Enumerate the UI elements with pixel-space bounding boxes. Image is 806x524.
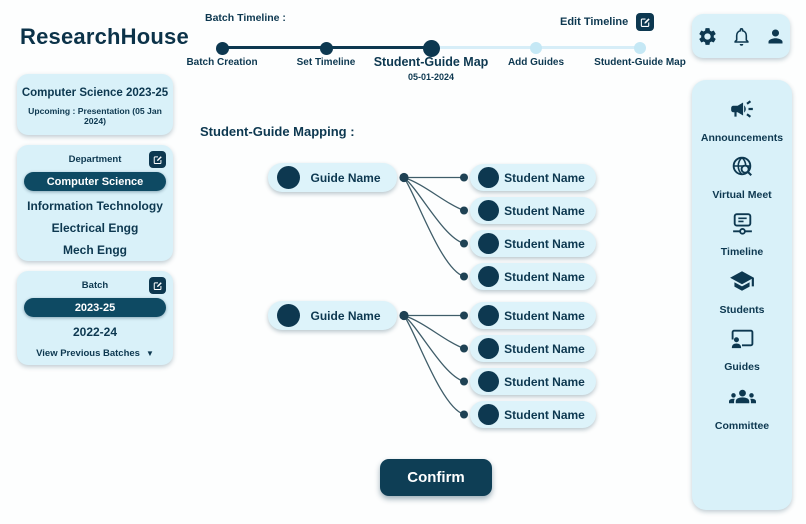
step-dot-student-guide-map-last[interactable] (634, 42, 646, 54)
guide-name: Guide Name (310, 170, 381, 185)
nav-label: Guides (724, 361, 760, 373)
student-node[interactable]: Student Name (470, 401, 596, 428)
committee-people-icon (728, 389, 756, 404)
student-node[interactable]: Student Name (470, 263, 596, 290)
guide-avatar (277, 304, 300, 327)
student-name: Student Name (504, 236, 585, 251)
step-label-set-timeline: Set Timeline (296, 57, 356, 68)
virtual-meet-globe-icon (732, 156, 752, 176)
student-name: Student Name (504, 374, 585, 389)
student-node[interactable]: Student Name (470, 230, 596, 257)
edit-timeline[interactable]: Edit Timeline (560, 13, 655, 31)
step-label-student-guide-map: Student-Guide Map (594, 57, 686, 68)
nav-label: Committee (714, 420, 770, 432)
batch-timeline-label: Batch Timeline : (205, 12, 286, 24)
nav-label: Students (719, 304, 765, 316)
edit-timeline-label: Edit Timeline (560, 16, 629, 28)
batch-title: Batch (81, 280, 109, 291)
chevron-down-icon: ▼ (145, 349, 154, 358)
student-name: Student Name (504, 341, 585, 356)
student-name: Student Name (504, 308, 585, 323)
student-avatar (478, 200, 499, 221)
summary-upcoming: Upcoming : Presentation (05 Jan 2024) (28, 106, 162, 126)
student-avatar (478, 371, 499, 392)
edit-pencil-icon (153, 155, 162, 164)
department-card: Department Computer Science Information … (17, 145, 173, 261)
student-node[interactable]: Student Name (470, 368, 596, 395)
edit-pencil-icon (153, 281, 162, 290)
nav-item-students[interactable]: Students (694, 268, 790, 316)
student-name: Student Name (504, 170, 585, 185)
step-date-current: 05-01-2024 (407, 72, 455, 82)
student-node[interactable]: Student Name (470, 335, 596, 362)
nav-label: Virtual Meet (712, 189, 772, 201)
right-sidebar: Announcements Virtual Meet Timeline Stud… (692, 80, 792, 510)
batch-header: Batch (17, 271, 173, 294)
step-dot-batch-creation[interactable] (215, 41, 229, 55)
department-header: Department (17, 145, 173, 168)
student-avatar (478, 233, 499, 254)
nav-item-committee[interactable]: Committee (694, 383, 790, 432)
megaphone-icon (731, 100, 753, 118)
summary-title: Computer Science 2023-25 (21, 87, 169, 99)
step-label-current: Student-Guide Map (373, 55, 489, 69)
guide-avatar (277, 166, 300, 189)
student-avatar (478, 167, 499, 188)
student-node[interactable]: Student Name (470, 197, 596, 224)
view-previous-batches-label: View Previous Batches (36, 348, 140, 359)
student-node[interactable]: Student Name (470, 164, 596, 191)
student-node[interactable]: Student Name (470, 302, 596, 329)
edit-batch-button[interactable] (149, 277, 166, 294)
student-avatar (478, 266, 499, 287)
profile-person-icon[interactable] (765, 26, 786, 47)
batch-option-2022-24[interactable]: 2022-24 (72, 325, 118, 339)
batch-selected[interactable]: 2023-25 (24, 298, 166, 317)
nav-item-virtual-meet[interactable]: Virtual Meet (694, 154, 790, 201)
view-previous-batches[interactable]: View Previous Batches ▼ (17, 348, 173, 359)
edit-pencil-icon (640, 17, 650, 27)
edit-timeline-button[interactable] (636, 13, 655, 31)
student-avatar (478, 338, 499, 359)
app-logo: ResearchHouse (20, 24, 189, 49)
department-title: Department (68, 154, 122, 165)
student-name: Student Name (504, 203, 585, 218)
confirm-button[interactable]: Confirm (380, 459, 492, 496)
nav-item-guides[interactable]: Guides (694, 326, 790, 373)
notifications-bell-icon[interactable] (731, 26, 752, 47)
guide-name: Guide Name (310, 308, 381, 323)
batch-summary-card: Computer Science 2023-25 Upcoming : Pres… (17, 74, 173, 135)
batch-card: Batch 2023-25 2022-24 View Previous Batc… (17, 271, 173, 365)
department-selected[interactable]: Computer Science (24, 172, 166, 191)
timeline-icon (732, 213, 752, 235)
department-option-electrical-engg[interactable]: Electrical Engg (51, 221, 139, 235)
nav-label: Timeline (720, 246, 764, 258)
mapping-heading: Student-Guide Mapping : (200, 124, 355, 139)
step-dot-add-guides[interactable] (530, 42, 542, 54)
topbar-actions (692, 14, 790, 58)
step-dot-student-guide-map-current[interactable] (422, 39, 440, 57)
department-option-mech-engg[interactable]: Mech Engg (62, 243, 127, 257)
edit-department-button[interactable] (149, 151, 166, 168)
nav-label: Announcements (700, 132, 784, 144)
student-avatar (478, 404, 499, 425)
guide-node[interactable]: Guide Name (268, 301, 397, 330)
student-name: Student Name (504, 269, 585, 284)
step-label-batch-creation: Batch Creation (186, 57, 258, 68)
graduation-cap-icon (730, 271, 754, 291)
nav-item-announcements[interactable]: Announcements (694, 96, 790, 144)
department-option-information-technology[interactable]: Information Technology (27, 199, 163, 213)
guide-node[interactable]: Guide Name (268, 163, 397, 192)
presenter-icon (731, 329, 753, 349)
step-dot-set-timeline[interactable] (320, 41, 333, 55)
nav-item-timeline[interactable]: Timeline (694, 211, 790, 258)
settings-gear-icon[interactable] (697, 26, 718, 47)
step-label-add-guides: Add Guides (507, 57, 565, 68)
student-avatar (478, 305, 499, 326)
student-name: Student Name (504, 407, 585, 422)
